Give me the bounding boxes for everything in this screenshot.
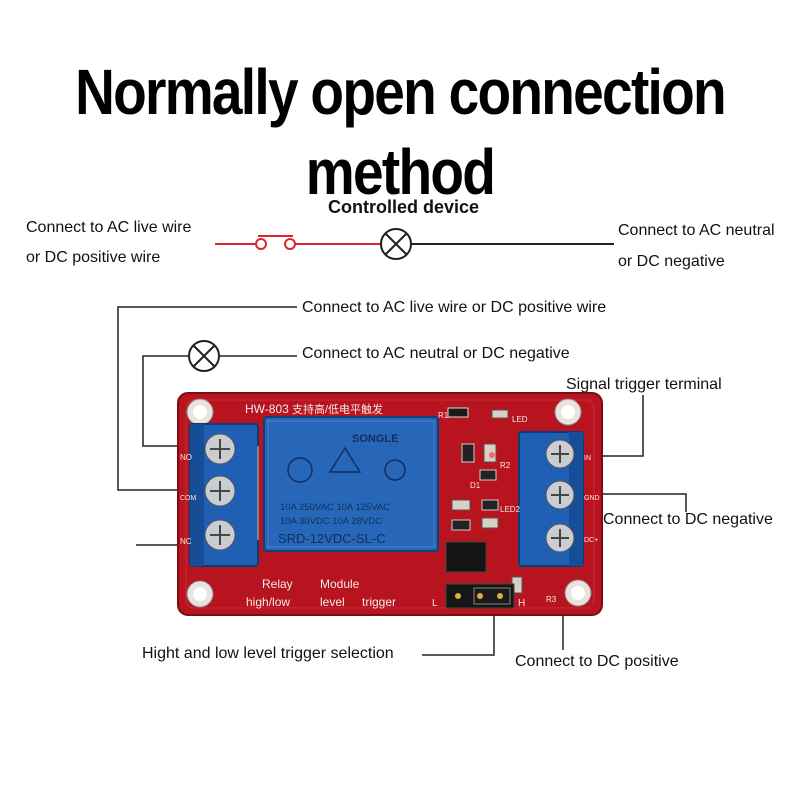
- silk-d1: D1: [470, 481, 481, 490]
- mounting-holes: [186, 398, 592, 608]
- trigger-selection-label: Hight and low level trigger selection: [142, 645, 394, 662]
- switch-contact-right: [284, 238, 296, 250]
- smd-components: [445, 407, 523, 594]
- silk-level: level: [320, 595, 345, 609]
- relay-rating-2: 10A 30VDC 10A 28VDC: [280, 516, 382, 527]
- leader-no: [142, 355, 205, 447]
- dc-negative-label: Connect to DC negative: [603, 511, 773, 528]
- leader-gnd: [582, 493, 687, 512]
- top-left-label-line1: Connect to AC live wire: [26, 219, 192, 236]
- top-right-label-line2: or DC negative: [618, 253, 725, 270]
- relay-brand: SONGLE: [352, 433, 398, 445]
- screw-gnd: [545, 480, 575, 510]
- silk-trigger: trigger: [362, 595, 396, 609]
- silk-in: IN: [584, 455, 591, 462]
- ac-neutral-label: Connect to AC neutral or DC negative: [302, 345, 570, 362]
- lamp-icon: [380, 228, 412, 260]
- leader-com: [117, 306, 297, 491]
- silk-r1: R1: [438, 411, 449, 420]
- silk-highlow: high/low: [246, 595, 290, 609]
- top-left-label-line2: or DC positive wire: [26, 249, 161, 266]
- silk-relay: Relay: [262, 577, 293, 591]
- silk-r3: R3: [546, 595, 557, 604]
- page-title: Normally open connection method: [75, 56, 727, 208]
- relay-component: SONGLE 10A 250VAC 10A 125VAC 10A 30VDC 1…: [263, 416, 439, 552]
- silk-r2: R2: [500, 461, 511, 470]
- silk-led: LED: [512, 415, 528, 424]
- silk-h: H: [518, 598, 525, 609]
- silk-com: COM: [180, 495, 197, 502]
- silkscreen: HW-803 支持高/低电平触发 Relay Module high/low l…: [180, 402, 600, 609]
- left-terminal-block: [189, 423, 259, 567]
- silk-model: HW-803: [245, 402, 289, 416]
- screw-no: [204, 433, 236, 465]
- leader-jumper: [422, 605, 495, 656]
- silk-l: L: [432, 598, 438, 609]
- screw-nc: [204, 519, 236, 551]
- optocoupler: [445, 541, 487, 573]
- right-terminal-block: [518, 431, 584, 567]
- switch-contact-left: [255, 238, 267, 250]
- screw-dc: [545, 523, 575, 553]
- silk-module: Module: [320, 577, 360, 591]
- relay-model: SRD-12VDC-SL-C: [278, 531, 386, 546]
- lamp-icon-2: [188, 340, 220, 372]
- dc-positive-label: Connect to DC positive: [515, 653, 679, 670]
- silk-led2: LED2: [500, 505, 521, 514]
- silk-nc: NC: [180, 537, 192, 546]
- top-circuit: [215, 228, 614, 260]
- trigger-jumper: [445, 583, 515, 609]
- silk-dc: DC+: [584, 537, 598, 544]
- signal-trigger-label: Signal trigger terminal: [566, 376, 722, 393]
- screw-in: [545, 439, 575, 469]
- screw-com: [204, 475, 236, 507]
- ac-live-label: Connect to AC live wire or DC positive w…: [302, 299, 607, 316]
- silk-gnd: GND: [584, 495, 600, 502]
- top-right-label-line1: Connect to AC neutral: [618, 222, 775, 239]
- controlled-device-label: Controlled device: [328, 197, 480, 217]
- relay-rating-1: 10A 250VAC 10A 125VAC: [280, 502, 390, 513]
- silk-no: NO: [180, 453, 192, 462]
- silk-chinese: 支持高/低电平触发: [292, 402, 383, 416]
- relay-module: SONGLE 10A 250VAC 10A 125VAC 10A 30VDC 1…: [177, 392, 603, 616]
